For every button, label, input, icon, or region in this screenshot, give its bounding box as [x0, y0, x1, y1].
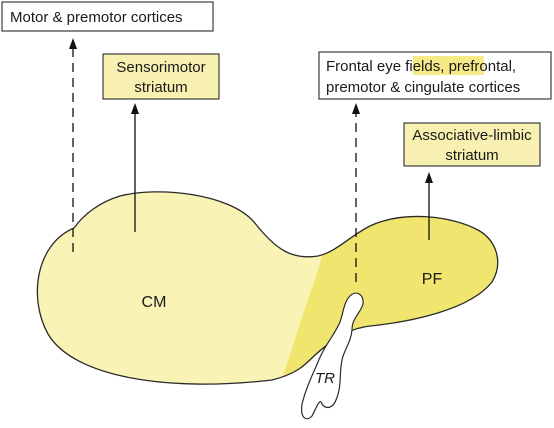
frontal-label-prefrontal: prefrontal,: [449, 58, 517, 75]
sensorimotor-solid-arrow: [131, 103, 139, 232]
frontal-cortex-dashed-arrow: [352, 103, 360, 282]
associative-solid-arrow: [425, 172, 433, 240]
thalamus-outline: [36, 191, 499, 385]
prefrontal-highlight: [413, 56, 484, 75]
frontal-label-line1: Frontal eye fields, prefrontal,: [326, 58, 516, 75]
sensorimotor-label-line1: Sensorimotor: [116, 59, 205, 76]
tr-tract-shape: [301, 292, 364, 420]
thalamus-body: [36, 191, 499, 385]
associative-label-line2: striatum: [445, 147, 498, 164]
tr-label: TR: [315, 370, 335, 387]
frontal-label-line2: premotor & cingulate cortices: [326, 79, 520, 96]
cm-label: CM: [142, 294, 167, 311]
motor-premotor-box: Motor & premotor cortices: [1, 1, 214, 32]
motor-cortex-dashed-arrow: [69, 38, 77, 252]
motor-premotor-label: Motor & premotor cortices: [10, 9, 183, 26]
associative-limbic-box: Associative-limbic striatum: [403, 122, 541, 167]
frontal-label-line1a: Frontal eye fields,: [326, 58, 449, 75]
sensorimotor-striatum-box: Sensorimotor striatum: [102, 53, 220, 100]
pf-label: PF: [422, 271, 443, 288]
sensorimotor-label-line2: striatum: [134, 79, 187, 96]
frontal-cortices-box: Frontal eye fields, prefrontal, premotor…: [318, 51, 552, 100]
associative-label-line1: Associative-limbic: [412, 127, 532, 144]
